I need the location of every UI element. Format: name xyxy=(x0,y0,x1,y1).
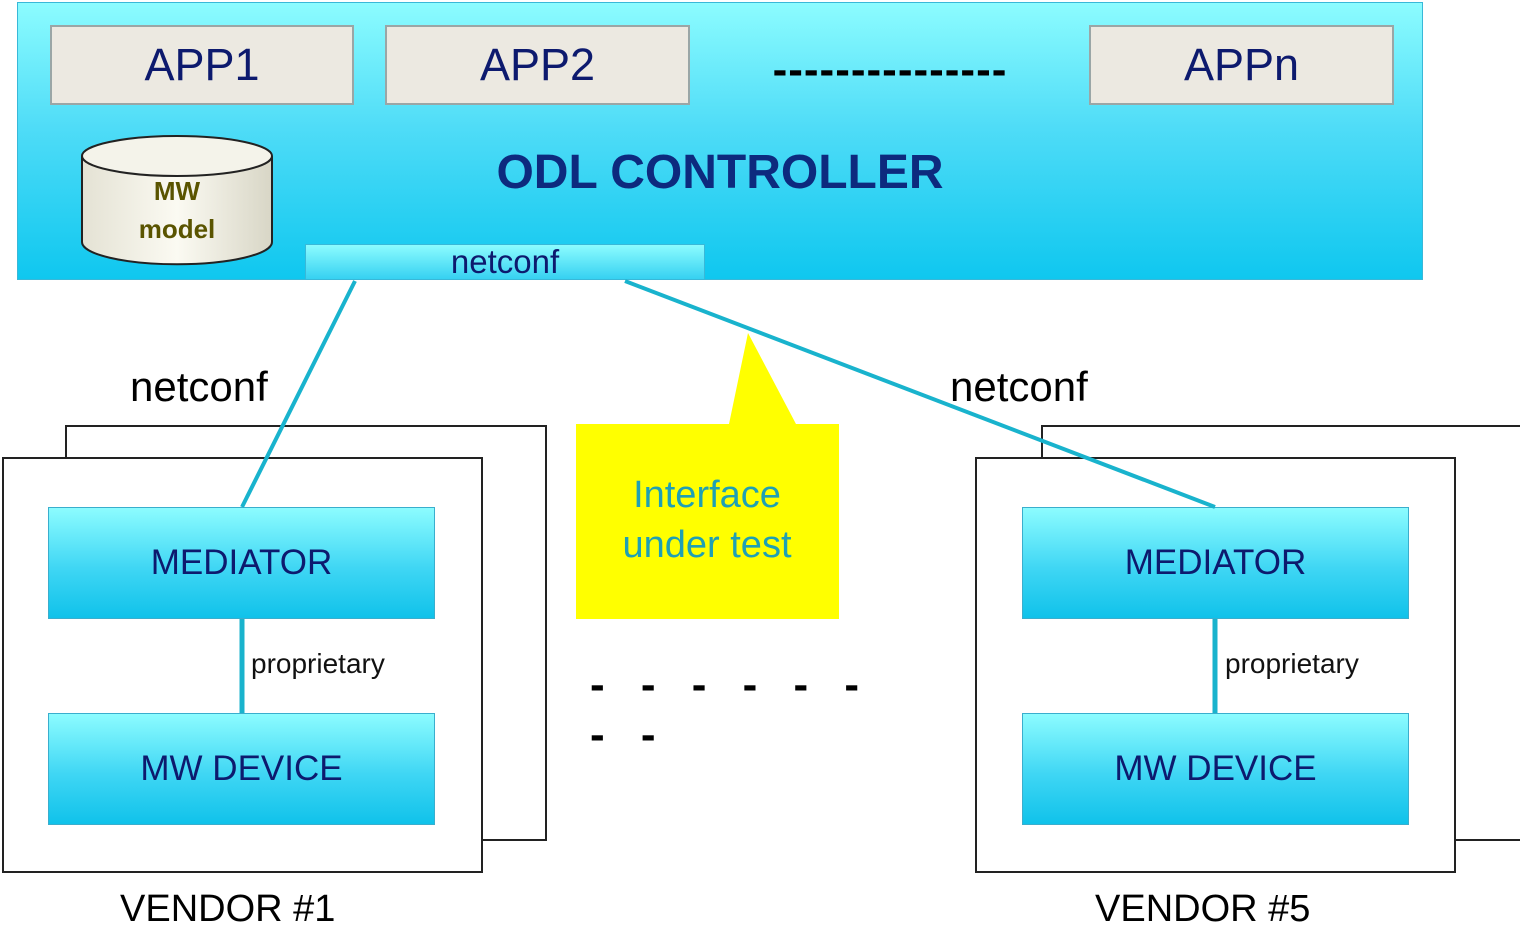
netconf-label-left: netconf xyxy=(130,363,268,410)
app-2-box: APP2 xyxy=(385,25,690,105)
vendor-5-device-label: MW DEVICE xyxy=(1114,749,1317,788)
database-icon: MW model xyxy=(81,135,273,266)
app-1-box: APP1 xyxy=(50,25,354,105)
vendor-1-name: VENDOR #1 xyxy=(120,888,336,930)
callout-line-2: under test xyxy=(622,524,792,566)
vendor-1-mediator: MEDIATOR xyxy=(48,507,435,619)
apps-ellipsis: --------------- xyxy=(772,45,1008,94)
vendor-1-mediator-label: MEDIATOR xyxy=(150,543,333,582)
interface-callout-shape xyxy=(576,333,839,619)
app-1-label: APP1 xyxy=(144,39,260,90)
netconf-label-right: netconf xyxy=(950,363,1088,410)
vendor-1-device-label: MW DEVICE xyxy=(140,749,343,788)
app-2-label: APP2 xyxy=(479,39,596,90)
vendor-5-mediator: MEDIATOR xyxy=(1022,507,1409,619)
netconf-port-label: netconf xyxy=(450,243,560,280)
vendor-5-proprietary-label: proprietary xyxy=(1225,648,1359,679)
vendors-ellipsis: - - - - - - - - xyxy=(590,660,872,759)
vendor-1-proprietary-label: proprietary xyxy=(251,648,385,679)
netconf-port: netconf xyxy=(305,243,705,280)
vendor-1-device: MW DEVICE xyxy=(48,713,435,825)
db-label-line1: MW xyxy=(154,176,201,206)
callout-line-1: Interface xyxy=(633,474,781,516)
app-n-label: APPn xyxy=(1183,39,1300,90)
controller-title: ODL CONTROLLER xyxy=(496,146,944,199)
db-label-line2: model xyxy=(139,214,216,244)
app-n-box: APPn xyxy=(1089,25,1394,105)
vendor-5-mediator-label: MEDIATOR xyxy=(1124,543,1307,582)
vendor-5-name: VENDOR #5 xyxy=(1095,888,1311,930)
vendor-5-device: MW DEVICE xyxy=(1022,713,1409,825)
interface-callout: Interface under test xyxy=(576,470,838,570)
netconf-link-vendor-1 xyxy=(240,280,357,508)
netconf-link-vendor-5 xyxy=(624,279,1216,509)
